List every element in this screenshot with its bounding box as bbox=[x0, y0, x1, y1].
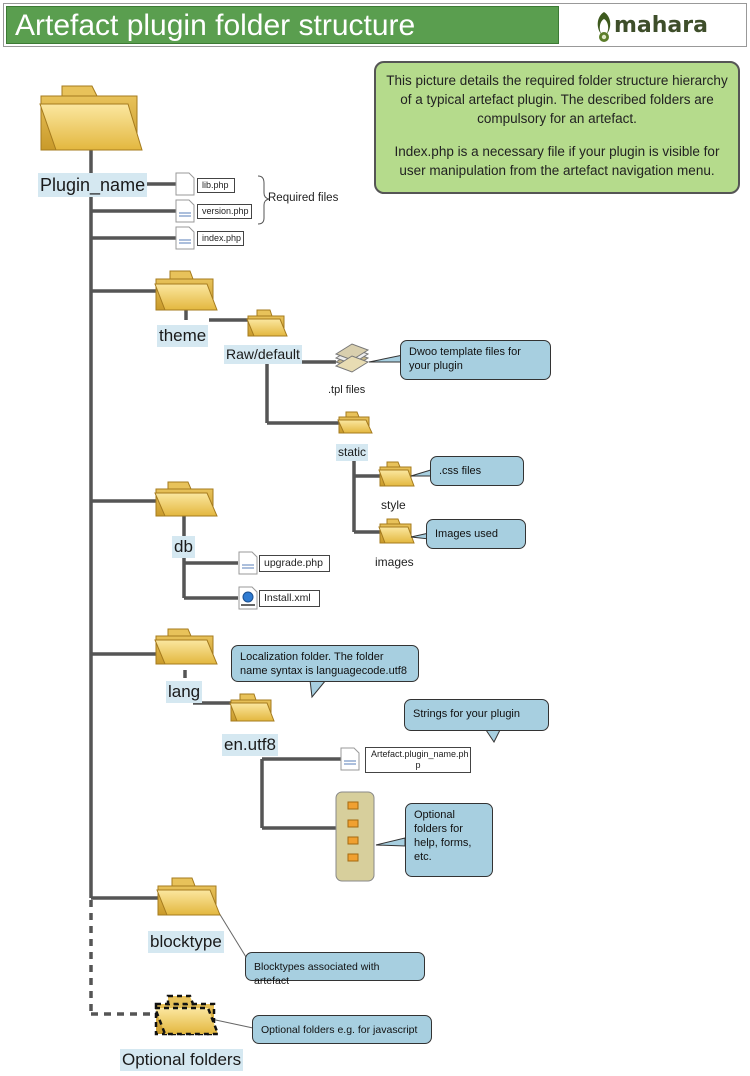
page-title: Artefact plugin folder structure bbox=[15, 9, 416, 42]
mahara-logo: mahara bbox=[592, 9, 712, 45]
file-lang: Artefact.plugin_name.ph p bbox=[365, 747, 471, 773]
index-file-icon bbox=[175, 226, 195, 250]
folder-label-lang: lang bbox=[166, 681, 203, 703]
xml-file-icon bbox=[238, 586, 258, 610]
file-install: Install.xml bbox=[259, 590, 320, 607]
file-version: version.php bbox=[197, 204, 252, 219]
localization-callout: Localization folder. The folder name syn… bbox=[231, 645, 419, 682]
folder-icon-lang bbox=[154, 628, 218, 665]
required-files-label: Required files bbox=[268, 192, 339, 204]
title-banner: Artefact plugin folder structure bbox=[6, 6, 559, 44]
folder-icon-theme bbox=[154, 270, 218, 311]
folder-label-en-utf8: en.utf8 bbox=[222, 734, 278, 756]
title-bar: Artefact plugin folder structure mahara bbox=[3, 3, 747, 47]
folder-label-raw-default: Raw/default bbox=[224, 345, 302, 364]
css-text: .css files bbox=[439, 465, 482, 477]
folder-label-static: static bbox=[336, 444, 369, 461]
optional-sub-line-2: folders for bbox=[414, 823, 463, 835]
optional-js-callout: Optional folders e.g. for javascript bbox=[252, 1015, 432, 1044]
version-file-icon bbox=[175, 199, 195, 223]
logo-icon bbox=[597, 12, 611, 42]
info-paragraph-2: Index.php is a necessary file if your pl… bbox=[394, 144, 720, 178]
blocktypes-callout: Blocktypes associated with artefact bbox=[245, 952, 425, 987]
file-lang-line-1: Artefact.plugin_name.ph bbox=[371, 749, 469, 759]
folder-icon-blocktype bbox=[156, 877, 221, 916]
folder-icon-style bbox=[378, 461, 415, 487]
logo-text: mahara bbox=[614, 13, 708, 38]
folder-icon-images bbox=[378, 518, 415, 544]
lang-file-icon bbox=[340, 747, 360, 771]
blocktypes-text: Blocktypes associated with artefact bbox=[254, 961, 380, 987]
folder-icon-optional bbox=[153, 994, 220, 1036]
strings-tail bbox=[485, 729, 501, 743]
required-files-brace bbox=[257, 175, 270, 225]
localization-line-2: name syntax is languagecode.utf8 bbox=[240, 665, 407, 677]
file-upgrade: upgrade.php bbox=[259, 555, 330, 572]
folder-label-images: images bbox=[375, 555, 414, 569]
folder-label-style: style bbox=[381, 498, 406, 512]
localization-line-1: Localization folder. The folder bbox=[240, 651, 384, 663]
info-box: This picture details the required folder… bbox=[374, 61, 740, 194]
folder-icon-en-utf8 bbox=[229, 693, 275, 722]
folder-label-plugin-name: Plugin_name bbox=[38, 173, 148, 197]
connectors bbox=[89, 150, 380, 900]
folder-icon-plugin bbox=[39, 85, 143, 151]
optional-sub-line-1: Optional bbox=[414, 809, 455, 821]
folder-icon-db bbox=[154, 481, 218, 517]
info-paragraph-1: This picture details the required folder… bbox=[386, 73, 728, 126]
dwoo-line-1: Dwoo template files for bbox=[409, 346, 521, 358]
optional-js-text: Optional folders e.g. for javascript bbox=[261, 1024, 418, 1036]
tpl-stack-icon bbox=[334, 343, 370, 373]
strings-text: Strings for your plugin bbox=[413, 708, 520, 720]
strings-callout: Strings for your plugin bbox=[404, 699, 549, 731]
optional-sub-tail bbox=[375, 837, 406, 847]
optional-sub-line-4: etc. bbox=[414, 851, 432, 863]
file-lib: lib.php bbox=[197, 178, 235, 193]
folder-label-theme: theme bbox=[157, 325, 209, 347]
optional-connector bbox=[89, 900, 152, 1016]
dwoo-tail bbox=[368, 354, 404, 363]
folder-icon-static bbox=[337, 411, 373, 434]
folder-label-blocktype: blocktype bbox=[148, 931, 224, 953]
folder-label-optional: Optional folders bbox=[120, 1049, 244, 1071]
images-used-text: Images used bbox=[435, 528, 498, 540]
upgrade-file-icon bbox=[238, 551, 258, 575]
images-callout: Images used bbox=[426, 519, 526, 549]
file-index: index.php bbox=[197, 231, 244, 246]
file-tpl: .tpl files bbox=[328, 384, 366, 396]
lib-file-icon bbox=[175, 172, 195, 196]
folder-icon-raw-default bbox=[246, 309, 288, 337]
subfolder-stack bbox=[335, 791, 375, 882]
folder-label-db: db bbox=[172, 536, 195, 558]
dwoo-callout: Dwoo template files for your plugin bbox=[400, 340, 551, 380]
file-lang-line-2: p bbox=[415, 760, 421, 770]
optional-sub-line-3: help, forms, bbox=[414, 837, 472, 849]
dwoo-line-2: your plugin bbox=[409, 360, 463, 372]
localization-tail bbox=[309, 679, 328, 699]
css-callout: .css files bbox=[430, 456, 524, 486]
optional-subfolders-callout: Optional folders for help, forms, etc. bbox=[405, 803, 493, 877]
